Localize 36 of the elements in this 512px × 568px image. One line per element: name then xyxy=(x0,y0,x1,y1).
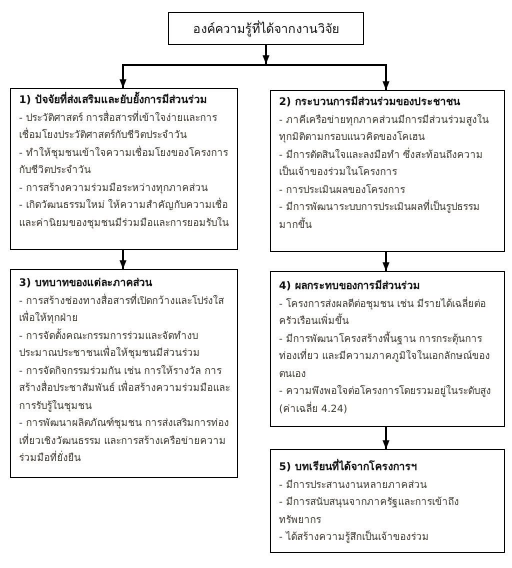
bullet-text: - โครงการส่งผลดีต่อชุมชน เช่น มีรายได้เฉลี่ยต่อครัวเรือนเพิ่มขึ้น xyxy=(279,296,488,329)
content-box xyxy=(270,90,505,252)
connector-arrow xyxy=(266,64,390,90)
connector-arrow xyxy=(120,64,266,88)
section-heading: 5) บทเรียนที่ได้จากโครงการฯ xyxy=(279,459,498,476)
content-box xyxy=(10,269,238,478)
bullet-text: - ประวัติศาสตร์ การสื่อสารที่เข้าใจง่ายและการเชื่อมโยงประวัติศาสตร์กับชีวิตประจำวัน xyxy=(19,110,218,143)
bullet-text: - ความพึงพอใจต่อโครงการโดยรวมอยู่ในระดับสูง (ค่าเฉลี่ย 4.24) xyxy=(279,384,492,416)
section-heading: 1) ปัจจัยที่ส่งเสริมและยับยั้งการมีส่วนร่วม xyxy=(19,92,231,110)
bullet-text: - การพัฒนาผลิตภัณฑ์ชุมชน การส่งเสริมการท่องเที่ยวเชิงวัฒนธรรม และการสร้างเครือข่ายความร่วมมือที่ยั่งยืน xyxy=(19,416,230,466)
bullet-text: - การประเมินผลของโครงการ xyxy=(279,183,406,198)
bullet-text: - การสร้างช่องทางสื่อสารที่เปิดกว้างและโปร่งใสเพื่อให้ทุกฝ่าย xyxy=(19,292,225,326)
content-box xyxy=(270,271,505,427)
bullet-text: - การจัดกิจกรรมร่วมกัน เช่น การให้รางวัล การสร้างสื่อประชาสัมพันธ์ เพื่อสร้างความร่วมมือและการรับรู้ในชุมชน xyxy=(19,364,231,414)
bullet-text: - การสร้างความร่วมมือระหว่างทุกภาคส่วน xyxy=(19,182,209,196)
content-box xyxy=(10,88,238,250)
bullet-text: - มีการพัฒนาระบบการประเมินผลที่เป็นรูปธรรมมากขึ้น xyxy=(279,199,498,234)
bullet-text: - มีการประสานงานหลายภาคส่วน xyxy=(279,478,428,492)
bullet-text: - มีการตัดสินใจและลงมือทำ ซึ่งสะท้อนถึงความเป็นเจ้าของร่วมในโครงการ xyxy=(279,146,484,180)
bullet-text: - มีการพัฒนาโครงสร้างพื้นฐาน การกระตุ้นการท่องเที่ยว และมีความภาคภูมิใจในเอกลักษณ์ของตนเอง xyxy=(279,330,492,382)
content-box xyxy=(270,449,505,553)
section-heading: 2) กระบวนการมีส่วนร่วมของประชาชน xyxy=(279,94,462,110)
connector-arrow xyxy=(262,45,270,64)
section-heading: 3) บทบาทของแต่ละภาคส่วน xyxy=(19,276,154,291)
bullet-text: - ภาคีเครือข่ายทุกภาคส่วนมีการมีส่วนร่วมสูงในทุกมิติตามกรอบแนวคิดของโคเฮน xyxy=(279,113,490,145)
title-text: องค์ความรู้ที่ได้จากงานวิจัย xyxy=(193,19,339,38)
connector-arrow xyxy=(120,250,126,269)
bullet-text: - ทำให้ชุมชนเข้าใจความเชื่อมโยงของโครงการกับชีวิตประจำวัน xyxy=(19,144,229,178)
connector-arrow xyxy=(382,252,390,271)
bullet-text: - เกิดวัฒนธรรมใหม่ ให้ความสำคัญกับความเชื่อและค่านิยมของชุมชนมีร่วมมือและการยอมรับใน xyxy=(19,197,231,232)
bullet-text: - มีการสนับสนุนจากภาครัฐและการเข้าถึงทรัพยากร xyxy=(279,496,460,528)
connector-arrow xyxy=(382,427,390,449)
bullet-text: - ได้สร้างความรู้สึกเป็นเจ้าของร่วม xyxy=(279,529,430,545)
bullet-text: - การจัดตั้งคณะกรรมการร่วมและจัดทำงบประมาณประชาชนเพื่อให้ชุมชนมีส่วนร่วม xyxy=(19,328,201,361)
title-box xyxy=(168,12,364,45)
section-heading: 4) ผลกระทบของการมีส่วนร่วม xyxy=(279,278,421,294)
